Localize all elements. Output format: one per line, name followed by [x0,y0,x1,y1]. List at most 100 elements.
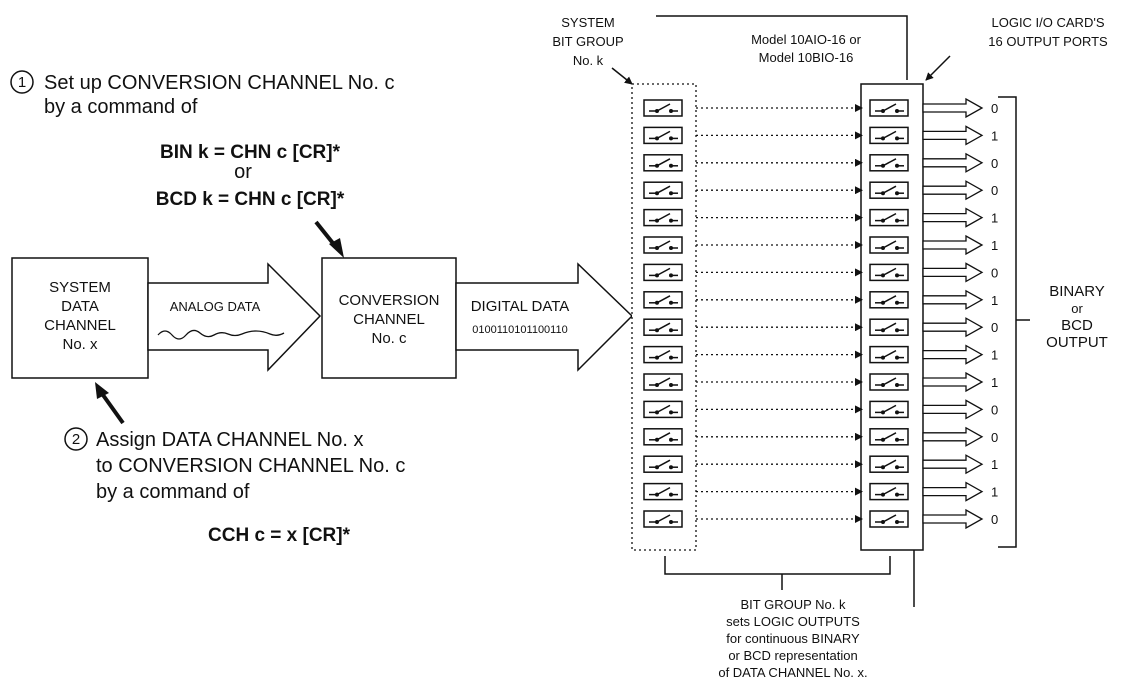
switch-row: 1 [643,481,998,502]
ot-line-3: BCD [1061,317,1093,334]
switch-row: 1 [643,207,998,228]
model-label: Model 10AIO-16 or Model 10BIO-16 [656,15,908,80]
output-value: 0 [991,101,998,116]
logic-card-label: LOGIC I/O CARD'S 16 OUTPUT PORTS [925,15,1108,81]
model-line-1: Model 10AIO-16 or [751,32,862,47]
bottom-note: BIT GROUP No. k sets LOGIC OUTPUTS for c… [718,597,867,680]
bit-group-container [631,83,697,551]
step1-or: or [234,161,252,183]
switch-rows: 0100110101100110 [643,97,998,530]
analog-data-label: ANALOG DATA [170,299,261,314]
cc-line-3: No. c [371,330,407,347]
output-value: 1 [991,485,998,500]
switch-row: 0 [643,262,998,283]
output-switch-icon [869,510,909,528]
output-value: 0 [991,430,998,445]
switch-row: 1 [643,371,998,393]
output-type-bracket [998,96,1030,548]
output-port-arrow [922,97,984,119]
system-bit-group-label: SYSTEM BIT GROUP No. k [552,15,633,85]
sdc-line-2: DATA [61,298,99,315]
step2-number-circle [64,427,88,451]
step1-command-bin: BIN k = CHN c [CR]* [160,142,341,163]
step2-number: 2 [72,431,80,448]
bit-switch-icon [643,263,683,282]
sdc-line-3: CHANNEL [44,317,116,334]
digital-data-label: DIGITAL DATA [471,298,570,315]
output-value: 1 [991,457,998,472]
output-switch-icon [869,99,909,117]
output-port-arrow [922,371,984,393]
output-switch-icon [869,208,909,227]
output-switch-icon [869,428,909,446]
switch-row: 1 [643,289,998,310]
output-switch-icon [869,291,909,309]
digital-bits: 0100110101100110 [472,324,567,336]
note-line-1: BIT GROUP No. k [741,597,846,612]
sdc-line-4: No. x [62,336,98,353]
bit-switch-icon [643,126,683,145]
note-line-3: for continuous BINARY [726,631,860,646]
model-line-2: Model 10BIO-16 [759,50,854,65]
switch-row: 0 [643,426,998,447]
cc-line-2: CHANNEL [353,311,425,328]
output-switch-icon [869,345,909,364]
output-value: 0 [991,320,998,335]
output-port-arrow [922,344,984,365]
output-value: 1 [991,293,998,308]
output-value: 1 [991,211,998,226]
note-line-5: of DATA CHANNEL No. x. [718,665,867,680]
ot-line-4: OUTPUT [1046,334,1108,351]
output-switch-icon [869,482,909,501]
switch-row: 1 [643,344,998,365]
digital-data-arrow: DIGITAL DATA 0100110101100110 [455,262,634,372]
note-line-4: or BCD representation [728,648,857,663]
switch-row: 0 [643,180,998,201]
output-port-arrow [922,426,984,447]
output-value: 0 [991,265,998,280]
ot-line-2: or [1071,301,1083,316]
bit-switch-icon [643,510,683,528]
sdc-line-1: SYSTEM [49,279,111,296]
logic-line-2: 16 OUTPUT PORTS [988,34,1108,49]
output-switch-icon [869,236,909,254]
step2-instructions: 2 Assign DATA CHANNEL No. x to CONVERSIO… [64,427,405,546]
output-switch-icon [869,126,909,145]
bit-switch-icon [643,181,683,199]
switch-row: 0 [643,317,998,338]
bit-switch-icon [643,291,683,309]
output-switch-icon [869,181,909,199]
output-port-arrow [922,262,984,283]
bit-switch-icon [643,154,683,172]
output-switch-icon [869,154,909,172]
bit-switch-icon [643,428,683,446]
output-port-arrow [922,317,984,338]
analog-wave-icon [157,329,285,340]
output-value: 0 [991,156,998,171]
output-value: 0 [991,512,998,527]
sbg-line-3: No. k [573,53,604,68]
note-line-2: sets LOGIC OUTPUTS [726,614,860,629]
step1-line1: Set up CONVERSION CHANNEL No. c [44,72,394,94]
output-port-arrow [922,207,984,228]
conversion-channel-box: CONVERSION CHANNEL No. c [321,257,457,379]
output-switch-icon [869,455,909,473]
bit-switch-icon [643,345,683,364]
step2-command: CCH c = x [CR]* [208,525,351,546]
step1-number-circle [10,70,34,94]
output-switch-icon [869,318,909,336]
step1-command-bcd: BCD k = CHN c [CR]* [156,189,345,210]
output-switch-icon [869,373,909,391]
output-port-arrow [922,481,984,502]
output-port-arrow [922,508,984,530]
step2-line1: Assign DATA CHANNEL No. x [96,429,363,451]
bit-switch-icon [643,373,683,391]
output-port-arrow [922,454,984,475]
output-value: 1 [991,128,998,143]
bit-switch-icon [643,99,683,117]
output-switch-icon [869,263,909,282]
output-value: 0 [991,183,998,198]
step1-instructions: 1 Set up CONVERSION CHANNEL No. c by a c… [10,70,394,210]
bit-switch-icon [643,455,683,473]
step1-pointer-arrow [314,220,344,258]
